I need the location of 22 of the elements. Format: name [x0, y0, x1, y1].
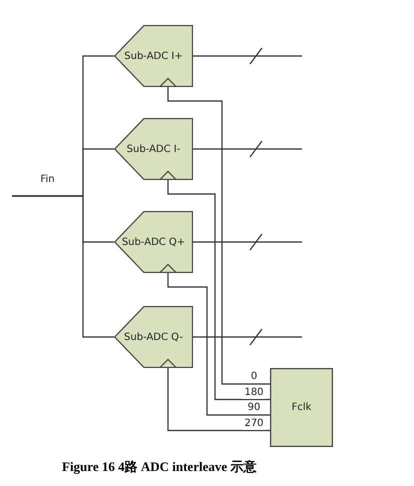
wire: [167, 273, 270, 416]
bus-line: [192, 328, 303, 346]
adc-block: [114, 118, 193, 180]
adc-block: [114, 211, 193, 273]
wire: [167, 368, 270, 432]
clock-block: [270, 368, 333, 447]
bus-line: [192, 233, 303, 251]
adc-block: [114, 306, 193, 368]
wire: [167, 87, 270, 385]
signal-name: Fin: [40, 174, 55, 185]
block-label: Fclk: [292, 402, 312, 413]
bus-line: [192, 47, 303, 65]
wire: [12, 195, 114, 338]
edge-label: 270: [242, 418, 266, 430]
caption: Figure 16 4路 ADC interleave 示意: [62, 458, 256, 476]
block-label: Sub-ADC Q-: [124, 332, 183, 342]
adc-block: [114, 25, 193, 87]
block-label: Sub-ADC I-: [126, 144, 180, 154]
wire: [167, 180, 270, 400]
bus-line: [192, 140, 303, 158]
block-label: Sub-ADC Q+: [122, 236, 186, 248]
block-label: Sub-ADC I+: [124, 50, 183, 62]
